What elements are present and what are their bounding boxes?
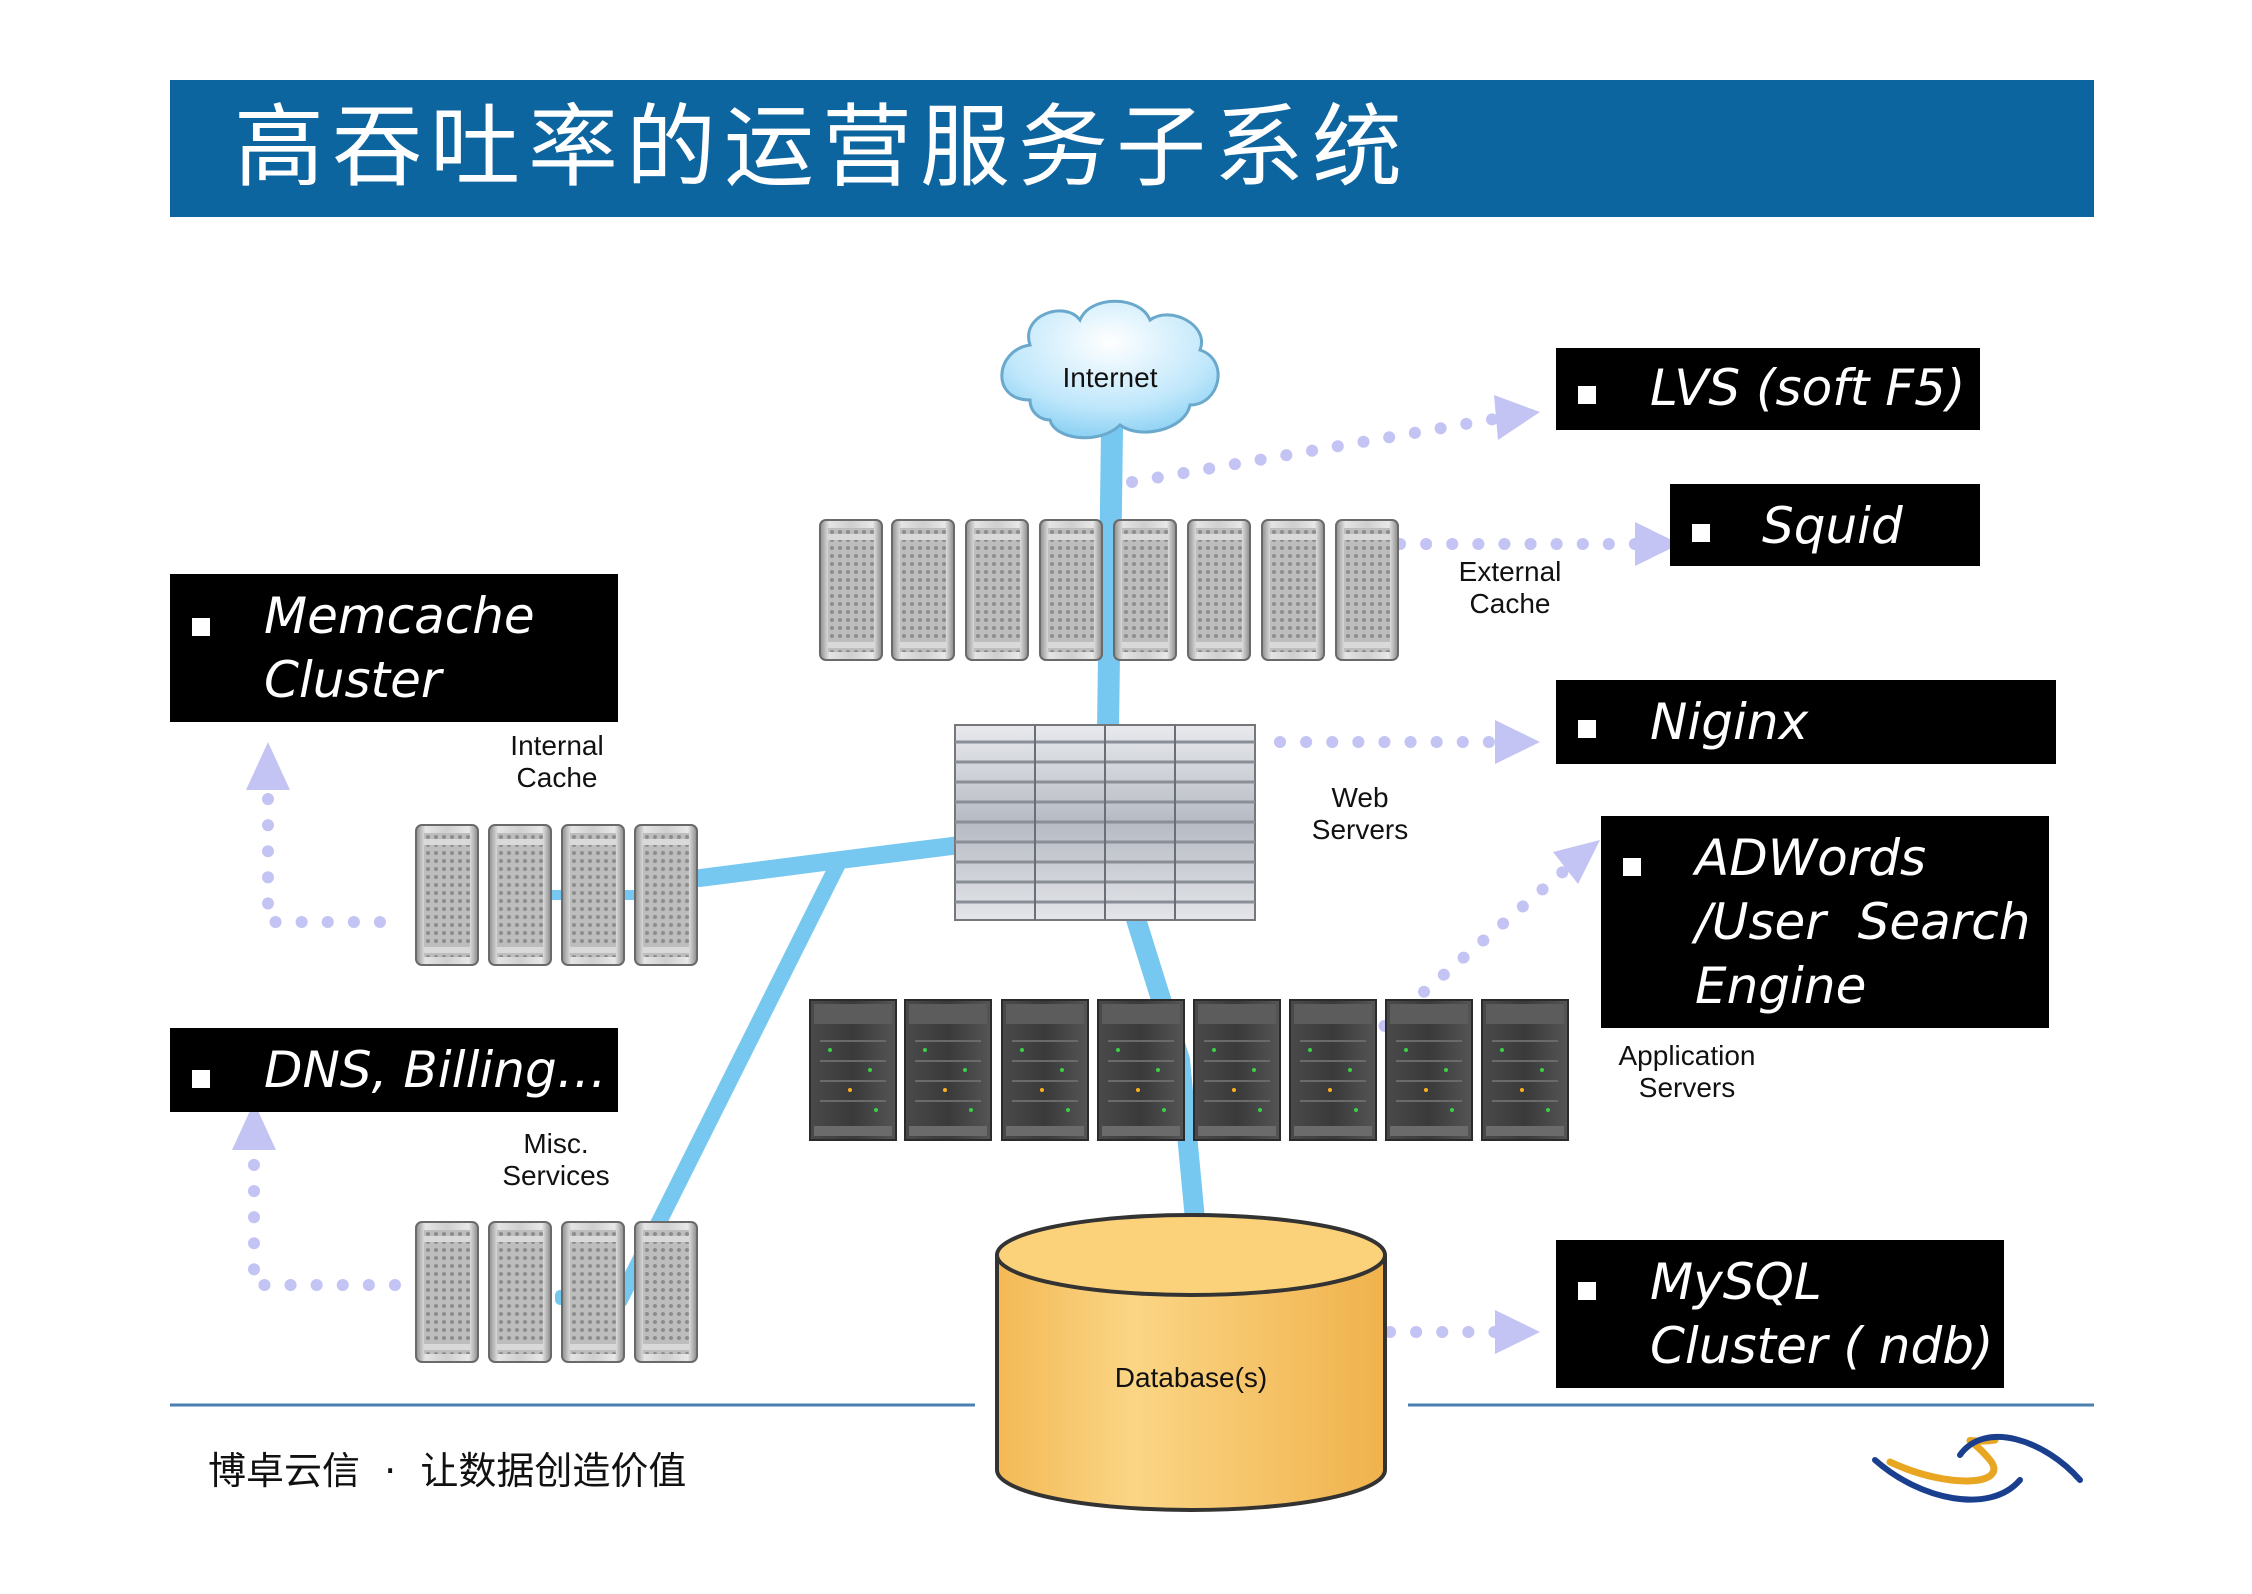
misc-services-label: Misc. Services [502, 1128, 610, 1191]
database-cylinder [995, 1213, 1387, 1512]
link-internet-web [1097, 419, 1123, 741]
callout-adwords-text: ADWords /User Search Engine [1695, 829, 2031, 1015]
application-servers-label: Application Servers [1618, 1040, 1756, 1103]
bullet-icon [192, 618, 210, 636]
dotted-arrows [248, 412, 1646, 1338]
callout-adwords: ADWords /User Search Engine [1601, 816, 2049, 1028]
title-bar: 高吞吐率的运营服务子系统 [170, 80, 2094, 217]
callout-squid: Squid [1670, 484, 1980, 566]
callout-mysql: MySQL Cluster ( ndb) [1556, 1240, 2004, 1388]
footer-slogan: 博卓云信 · 让数据创造价值 [208, 1449, 687, 1493]
company-logo [1872, 1434, 2083, 1503]
arrow-memcache [262, 784, 386, 928]
internet-cloud [1000, 299, 1220, 440]
internal-cache-label: Internal Cache [510, 730, 604, 793]
page-title: 高吞吐率的运营服务子系统 [234, 95, 1410, 200]
callout-lvs: LVS (soft F5) [1556, 348, 1980, 430]
web-servers-rack [954, 724, 1256, 921]
callout-niginx-text: Niginx [1650, 693, 1809, 751]
bullet-icon [1578, 720, 1596, 738]
arrow-adwords [1339, 864, 1571, 1066]
arrow-heads [232, 395, 1680, 1354]
bullet-icon [1578, 1282, 1596, 1300]
web-servers-label: Web Servers [1311, 782, 1409, 845]
callout-dns-text: DNS, Billing… [264, 1041, 607, 1099]
bullet-icon [1578, 386, 1596, 404]
callout-niginx: Niginx [1556, 680, 2056, 764]
external-cache-label: External Cache [1458, 556, 1562, 619]
database-label: Database(s) [1114, 1362, 1268, 1393]
arrow-lvs [1126, 412, 1506, 488]
callout-squid-text: Squid [1762, 497, 1903, 555]
callout-dns: DNS, Billing… [170, 1028, 618, 1112]
callout-mysql-text: MySQL Cluster ( ndb) [1650, 1253, 1994, 1375]
callout-memcache: Memcache Cluster [170, 574, 618, 722]
internet-label: Internet [1062, 362, 1158, 393]
arrow-dns [248, 1134, 401, 1291]
callout-memcache-text: Memcache Cluster [264, 587, 535, 709]
bullet-icon [1692, 524, 1710, 542]
bullet-icon [192, 1070, 210, 1088]
bullet-icon [1623, 858, 1641, 876]
callout-lvs-text: LVS (soft F5) [1650, 359, 1966, 417]
